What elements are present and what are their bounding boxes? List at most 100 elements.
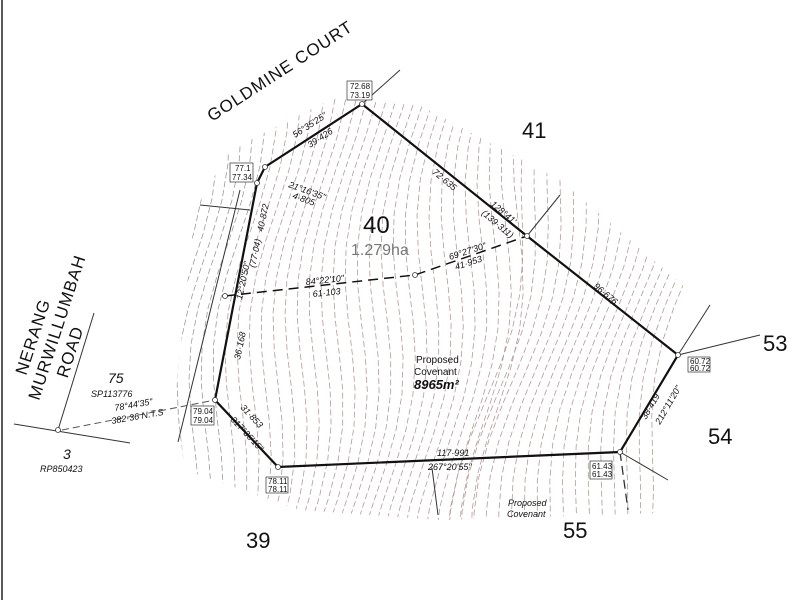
lot-boundary bbox=[619, 451, 629, 511]
lot-boundary bbox=[677, 334, 761, 356]
lot-75-plan: SP113776 bbox=[91, 389, 132, 399]
road-boundary bbox=[57, 312, 95, 431]
road-boundary bbox=[13, 423, 131, 444]
contour-line bbox=[549, 121, 626, 520]
svg-text:61.43: 61.43 bbox=[592, 470, 613, 479]
contour-line bbox=[460, 115, 539, 520]
contour-line bbox=[270, 97, 325, 520]
contour-line bbox=[352, 105, 414, 520]
distance: 117·991 bbox=[437, 448, 469, 458]
lot-39-label: 39 bbox=[246, 528, 270, 553]
lot-3-label: 3 bbox=[63, 446, 71, 462]
contour-line bbox=[200, 95, 254, 520]
lot-3-plan: RP850423 bbox=[40, 464, 83, 474]
distance: 36·168 bbox=[232, 331, 248, 360]
distance: (77·04) bbox=[247, 238, 263, 268]
contour-line bbox=[446, 112, 500, 520]
distance: 96·676 bbox=[592, 281, 620, 307]
contour-line bbox=[472, 116, 550, 520]
lot-53-label: 53 bbox=[763, 331, 787, 356]
lot-40-area: 1.279ha bbox=[351, 242, 409, 259]
covenant-area: 8965m² bbox=[414, 377, 459, 392]
road-name-goldmine: GOLDMINE COURT bbox=[204, 17, 357, 125]
contour-line bbox=[447, 114, 528, 520]
lot-boundary bbox=[677, 304, 711, 356]
covenant-boundary bbox=[431, 467, 439, 516]
covenant-label: Proposed bbox=[416, 355, 459, 366]
contour-line bbox=[224, 95, 278, 520]
contour-line bbox=[307, 101, 367, 520]
bearing: 84°22'10" bbox=[305, 273, 345, 287]
contour-line bbox=[458, 113, 512, 520]
lot-40-boundary[interactable] bbox=[213, 102, 680, 469]
contour-line bbox=[176, 95, 230, 520]
contour-line bbox=[298, 100, 357, 520]
level-box: 77.177.34 bbox=[229, 162, 254, 183]
covenant-label-lower: Proposed bbox=[508, 498, 548, 508]
lot-75-label: 75 bbox=[108, 370, 124, 386]
contour-line bbox=[646, 127, 728, 520]
contour-line bbox=[574, 122, 651, 520]
svg-text:78.11: 78.11 bbox=[268, 485, 288, 494]
svg-text:79.04: 79.04 bbox=[193, 407, 214, 416]
contour-line bbox=[401, 109, 459, 520]
connection-line bbox=[61, 399, 216, 431]
contour-line bbox=[587, 123, 664, 520]
covenant-label-lower: Covenant bbox=[507, 509, 546, 519]
lot-54-label: 54 bbox=[708, 424, 732, 449]
svg-text:77.1: 77.1 bbox=[235, 164, 251, 173]
contour-line bbox=[343, 104, 405, 520]
contour-line bbox=[316, 101, 377, 520]
contour-line bbox=[361, 105, 423, 520]
contour-line bbox=[334, 103, 396, 520]
distance: 61·103 bbox=[312, 286, 341, 299]
contour-line bbox=[175, 95, 206, 520]
contour-line bbox=[371, 106, 432, 520]
contour-line bbox=[423, 110, 477, 520]
svg-text:60.72: 60.72 bbox=[690, 364, 711, 373]
contour-line bbox=[485, 117, 562, 520]
svg-text:78.11: 78.11 bbox=[268, 477, 288, 486]
road-name-nerang: NERANG MURWILLUMBAH ROAD bbox=[12, 252, 90, 402]
lot-boundary bbox=[177, 189, 241, 443]
contour-line bbox=[248, 96, 302, 520]
contour-line bbox=[612, 125, 689, 520]
bearing: 267°20'55" bbox=[427, 462, 472, 472]
contour-line bbox=[289, 99, 346, 520]
contour-line bbox=[470, 113, 524, 520]
svg-text:61.43: 61.43 bbox=[592, 462, 613, 471]
contour-line bbox=[536, 120, 613, 520]
contour-line bbox=[412, 109, 468, 520]
contour-line bbox=[635, 126, 715, 520]
contour-line bbox=[280, 98, 336, 520]
svg-text:77.34: 77.34 bbox=[232, 173, 253, 182]
lot-40-label: 40 bbox=[363, 212, 390, 239]
svg-text:73.19: 73.19 bbox=[350, 91, 371, 100]
lot-boundary bbox=[526, 194, 561, 237]
svg-text:79.04: 79.04 bbox=[193, 416, 214, 425]
svg-text:60.72: 60.72 bbox=[690, 357, 711, 366]
contour-line bbox=[325, 102, 386, 520]
contour-line bbox=[600, 124, 677, 520]
contour-line bbox=[562, 121, 638, 520]
covenant-label: Covenant bbox=[414, 367, 457, 378]
lot-55-label: 55 bbox=[563, 518, 587, 543]
contour-line bbox=[435, 111, 488, 520]
contour-line bbox=[381, 107, 441, 520]
lot-boundary bbox=[619, 451, 669, 481]
svg-text:72.68: 72.68 bbox=[350, 82, 371, 91]
contour-line bbox=[260, 97, 314, 520]
contour-line bbox=[212, 95, 266, 520]
contour-line bbox=[236, 95, 290, 520]
lot-41-label: 41 bbox=[522, 118, 546, 143]
distance: 40·872 bbox=[255, 203, 271, 232]
survey-marks bbox=[55, 101, 681, 470]
